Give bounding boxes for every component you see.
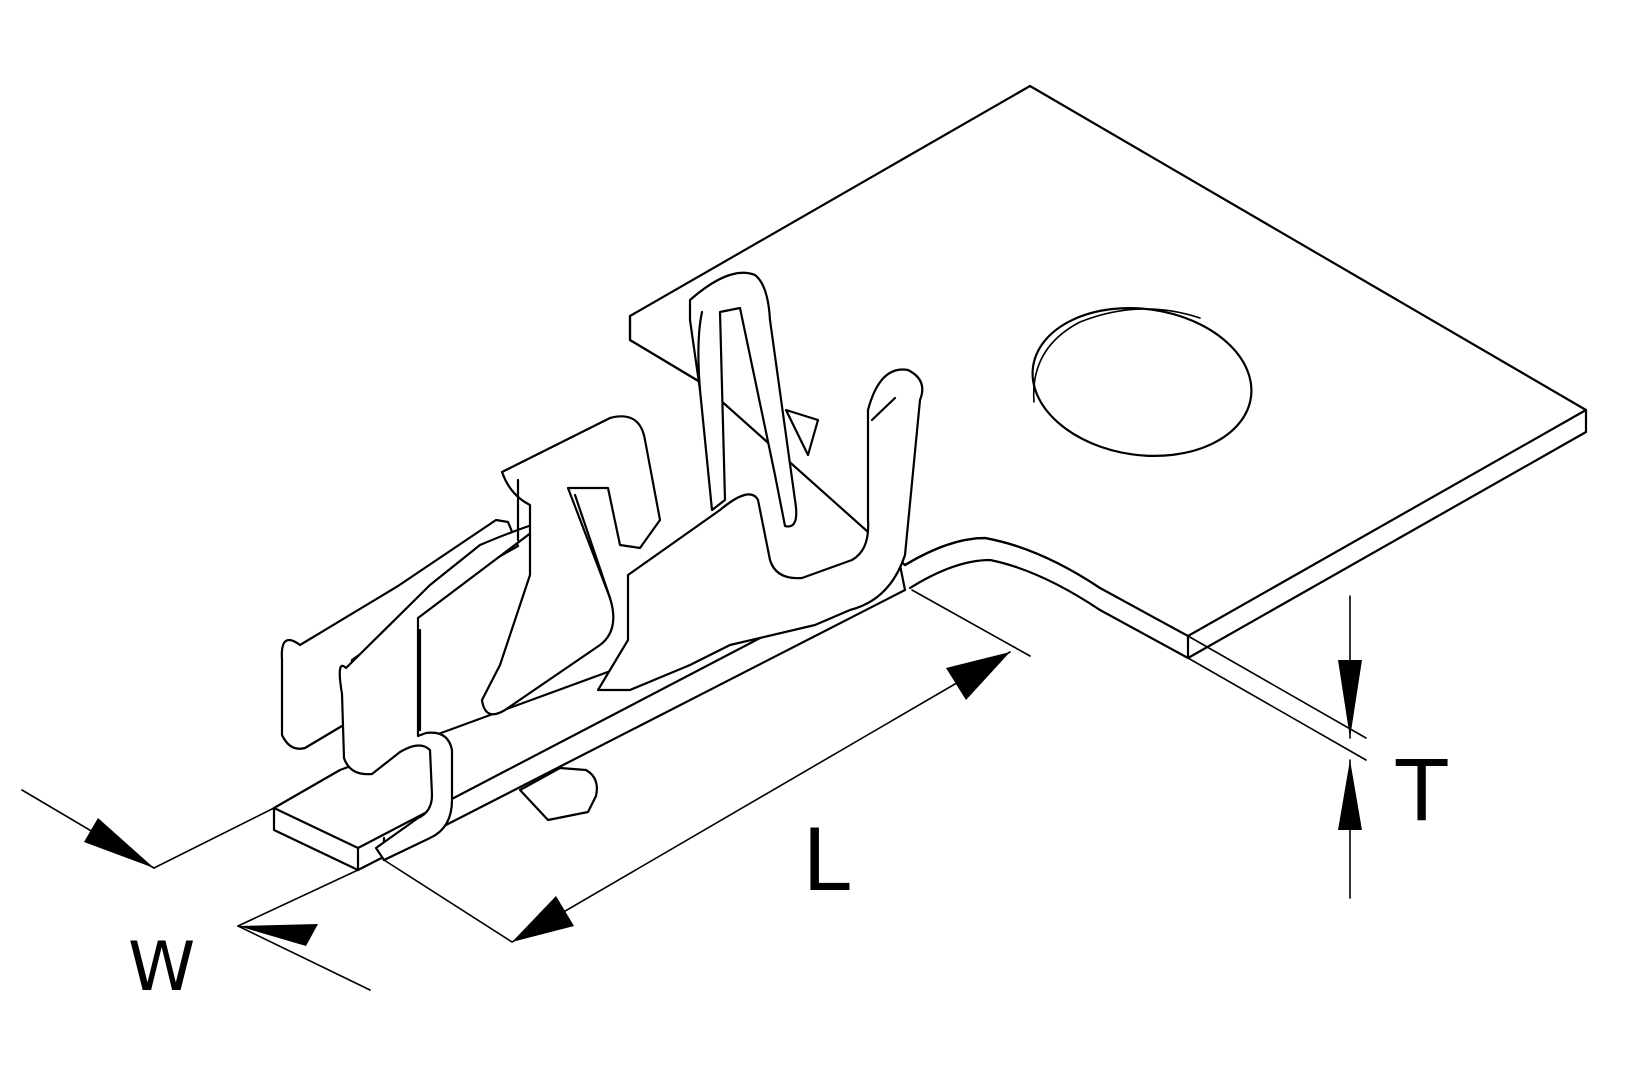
width-label: W bbox=[128, 928, 195, 1007]
insulation-crimp bbox=[280, 518, 550, 862]
length-arrow-right bbox=[946, 652, 1010, 700]
thickness-arrow-top bbox=[1338, 660, 1362, 738]
length-label: L bbox=[802, 811, 850, 911]
conductor-crimp bbox=[480, 271, 924, 716]
thickness-dimension: T bbox=[1187, 595, 1448, 899]
length-arrow-left bbox=[512, 896, 574, 942]
thickness-arrow-bottom bbox=[1338, 760, 1362, 830]
stud-hole bbox=[1031, 307, 1253, 457]
width-arrow-top bbox=[84, 818, 154, 868]
width-dimension: W bbox=[21, 789, 371, 1007]
thickness-label: T bbox=[1395, 742, 1448, 840]
length-dimension: L bbox=[383, 589, 1031, 943]
width-arrow-bottom bbox=[238, 924, 318, 946]
